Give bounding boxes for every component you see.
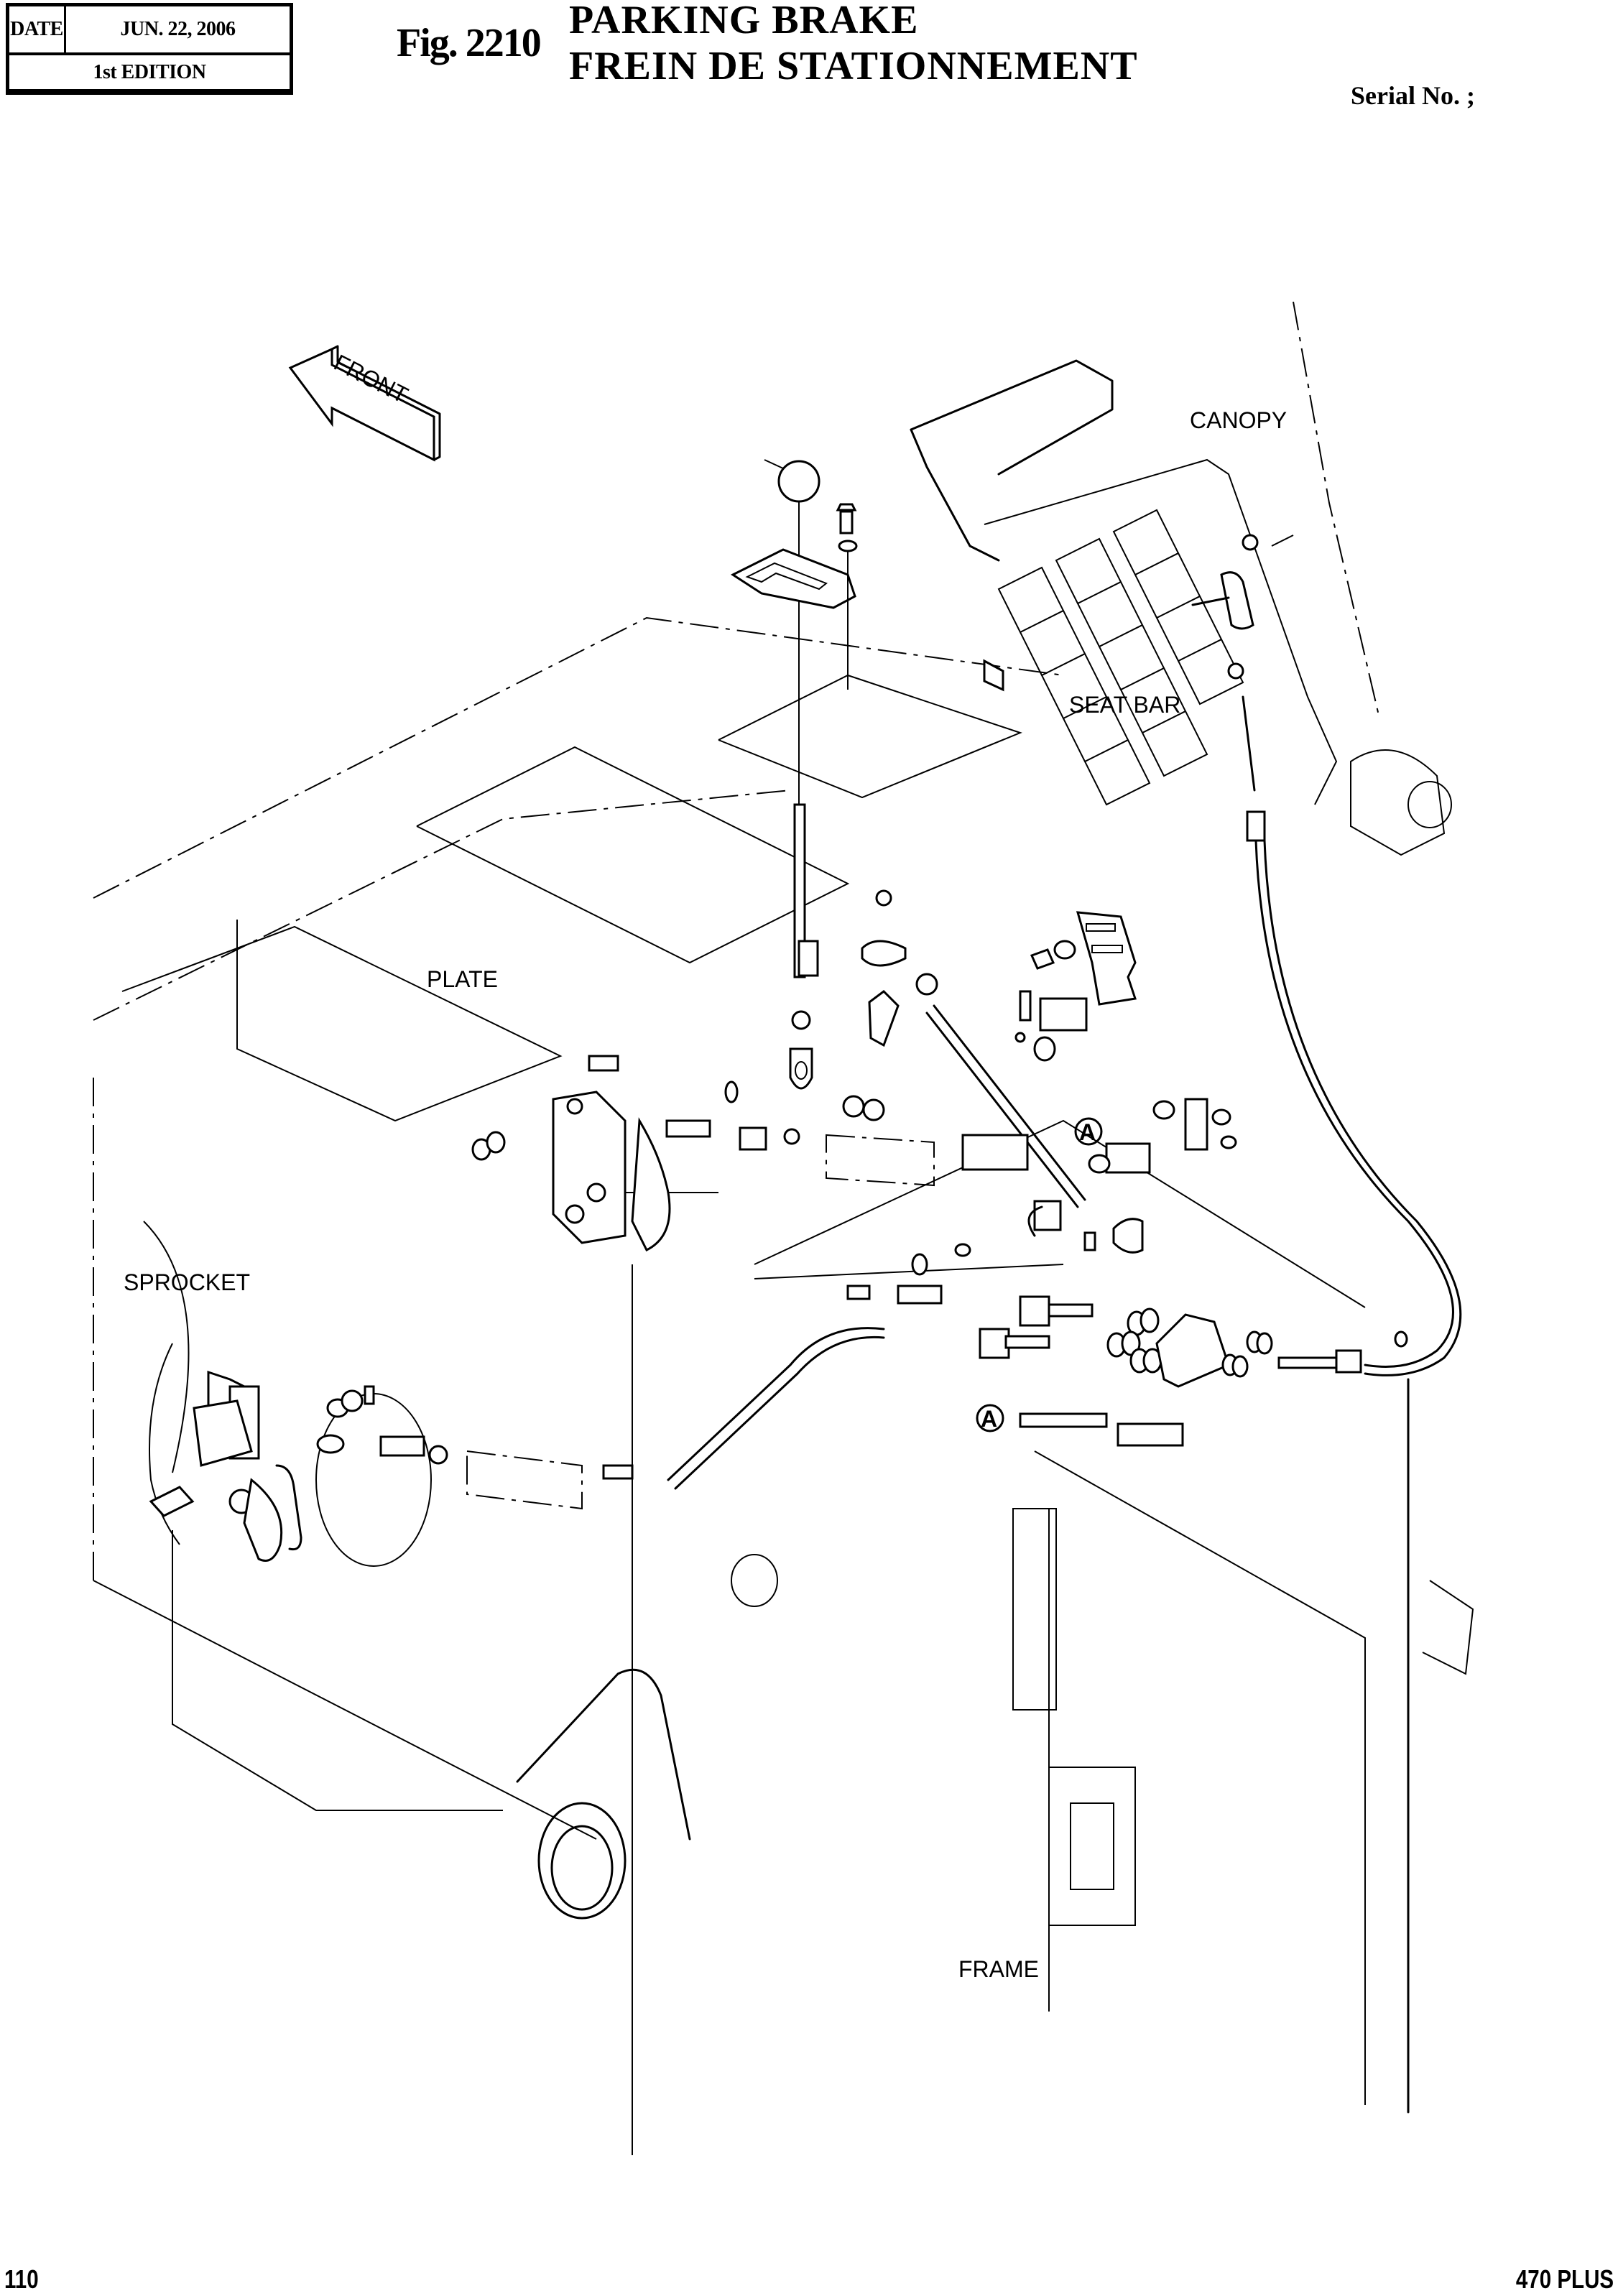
title-english: PARKING BRAKE (569, 0, 919, 42)
brake-cable-assembly (667, 1098, 1408, 1490)
edition-label: 1st EDITION (93, 61, 206, 83)
figure-number: Fig. 2210 (397, 21, 542, 65)
date-label: DATE (9, 6, 66, 52)
model-name: 470 PLUS (1515, 2264, 1614, 2294)
reference-marker-a-1-label: A (1079, 1119, 1096, 1145)
brake-lever-assembly (730, 459, 1086, 1208)
revision-box: DATE JUN. 22, 2006 1st EDITION (6, 3, 293, 95)
seat-bar-linkage (1191, 534, 1462, 1376)
page-number: 110 (4, 2264, 39, 2294)
reference-marker-a-2-label: A (981, 1406, 997, 1432)
callout-plate: PLATE (427, 966, 498, 992)
brake-actuator-right (471, 1055, 1029, 1252)
frame-outline (93, 616, 1474, 2155)
reference-marker-a-1: A (1074, 1117, 1103, 1146)
canopy-outline (910, 301, 1380, 806)
reference-marker-a-2: A (976, 1404, 1184, 1447)
revision-date-row: DATE JUN. 22, 2006 (9, 6, 290, 55)
callout-sprocket: SPROCKET (124, 1269, 250, 1295)
serial-number-label: Serial No. ; (1351, 81, 1475, 110)
brake-actuator-left (149, 1343, 634, 1562)
callout-frame: FRAME (958, 1956, 1039, 1982)
front-arrow-icon: FRONT (288, 345, 441, 462)
callout-seat-bar: SEAT BAR (1069, 692, 1180, 718)
seat-bar-switch-assembly (1014, 911, 1137, 1062)
callout-canopy: CANOPY (1190, 407, 1287, 433)
date-value: JUN. 22, 2006 (120, 18, 236, 40)
title-french: FREIN DE STATIONNEMENT (569, 44, 1138, 88)
